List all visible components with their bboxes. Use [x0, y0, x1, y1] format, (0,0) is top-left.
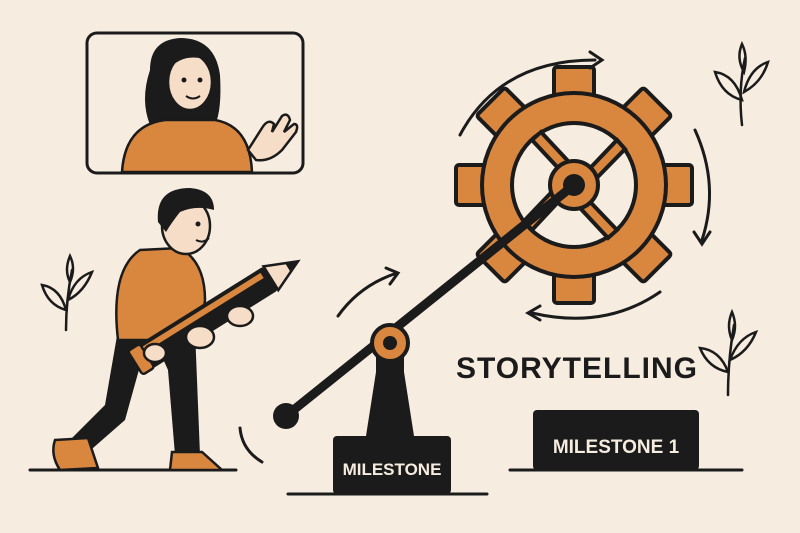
fulcrum — [366, 323, 414, 436]
milestone-block — [333, 436, 451, 494]
leaf-sprig-icon — [698, 308, 759, 397]
video-call-icon — [85, 31, 305, 175]
lever-arm — [273, 180, 579, 429]
curved-arrow-icon — [458, 50, 712, 322]
leaf-sprig-icon — [40, 253, 95, 332]
milestone-1-block — [533, 410, 699, 470]
milestone-block-label: MILESTONE — [343, 460, 442, 479]
leaf-sprig-icon — [713, 41, 770, 127]
headline: STORYTELLING — [456, 352, 698, 385]
curved-arrow-icon — [238, 266, 401, 464]
man-with-pencil — [52, 188, 301, 472]
milestone-1-label: MILESTONE 1 — [553, 437, 680, 458]
pencil-icon — [127, 259, 301, 375]
